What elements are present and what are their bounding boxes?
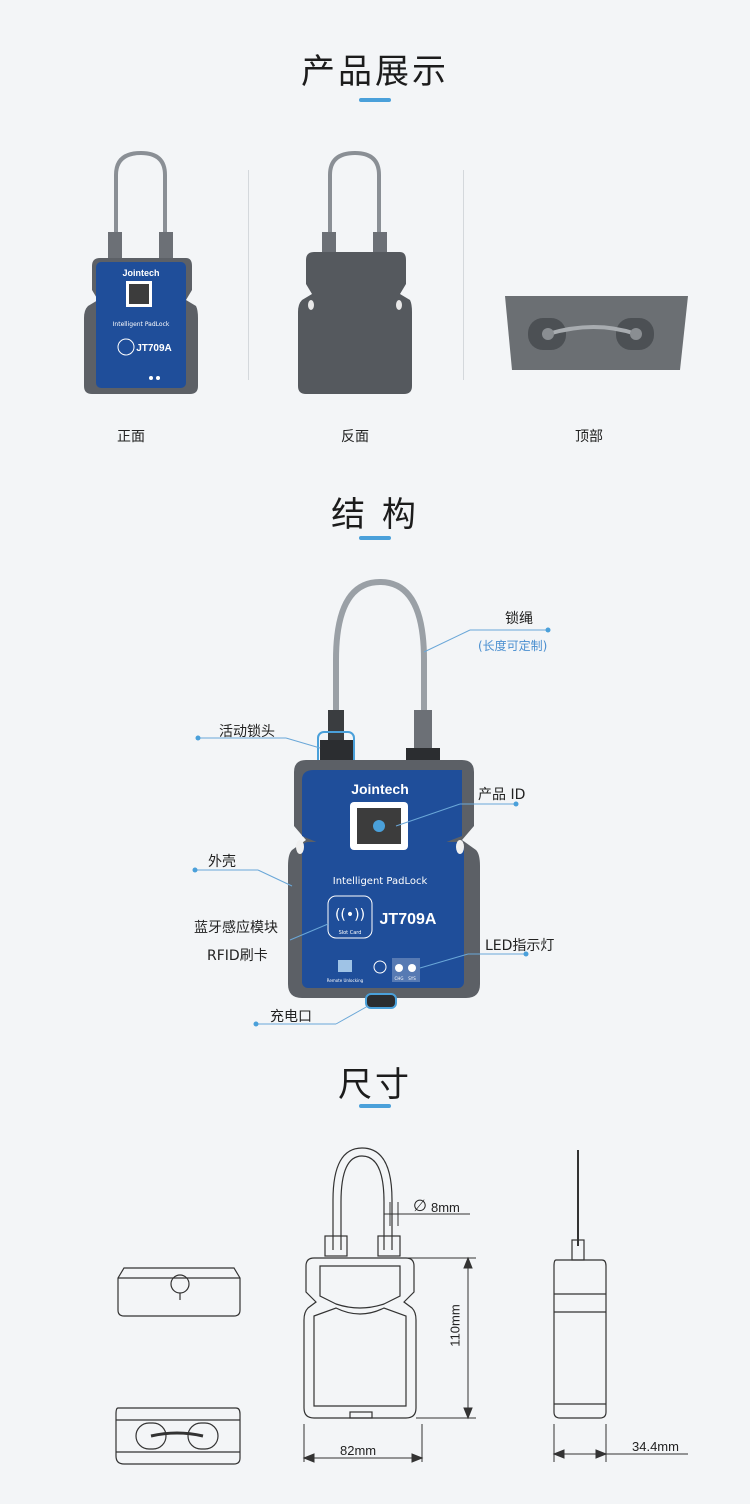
callout-rope-note: (长度可定制) [478,639,548,653]
divider [463,170,464,380]
callout-active-head: 活动锁头 [219,724,275,740]
view-label-back: 反面 [341,429,369,445]
title-underline [359,536,391,540]
dimension-drawings [115,1147,688,1465]
structure-diagram: Jointech Intelligent PadLock ((•)) Slot … [192,578,551,1027]
section-title-size: 尺寸 [338,1065,412,1105]
front-product-line: Intelligent PadLock [113,321,170,328]
title-underline [359,98,391,102]
callout-product-id: 产品 ID [478,787,526,803]
diameter-symbol: ∅ [413,1198,427,1215]
structure-product-line: Intelligent PadLock [333,876,428,887]
back-view-image [298,150,412,394]
product-views-figure: Jointech Intelligent PadLock JT709A [84,150,688,394]
callout-bt-module: 蓝牙感应模块 [194,920,278,936]
top-view-image [505,296,688,370]
title-underline [359,1104,391,1108]
front-view-image: Jointech Intelligent PadLock JT709A [84,150,198,394]
svg-text:((•)): ((•)) [335,907,365,923]
callout-rope: 锁绳 [505,611,533,627]
section-title-structure: 结 构 [331,495,419,535]
front-brand: Jointech [122,268,159,278]
dim-width: 82mm [340,1443,377,1458]
dim-diameter: 8mm [431,1200,460,1215]
remote-label: Remote Unlocking [327,978,364,983]
view-label-top: 顶部 [575,429,603,445]
structure-brand: Jointech [351,781,409,797]
dim-height: 110mm [447,1304,463,1347]
front-model: JT709A [136,343,172,354]
callout-shell: 外壳 [208,854,236,870]
callout-led: LED指示灯 [485,938,555,954]
callout-rfid: RFID刷卡 [207,948,268,964]
section-title-display: 产品展示 [301,52,449,92]
dim-depth: 34.4mm [632,1439,679,1454]
structure-model: JT709A [380,911,437,928]
card-slot-label: Slot Card [339,930,362,936]
led-chg-label: CHG [395,976,404,981]
led-sys-label: SYS [408,976,416,981]
callout-charge-port: 充电口 [270,1009,312,1025]
view-label-front: 正面 [117,429,145,445]
divider [248,170,249,380]
